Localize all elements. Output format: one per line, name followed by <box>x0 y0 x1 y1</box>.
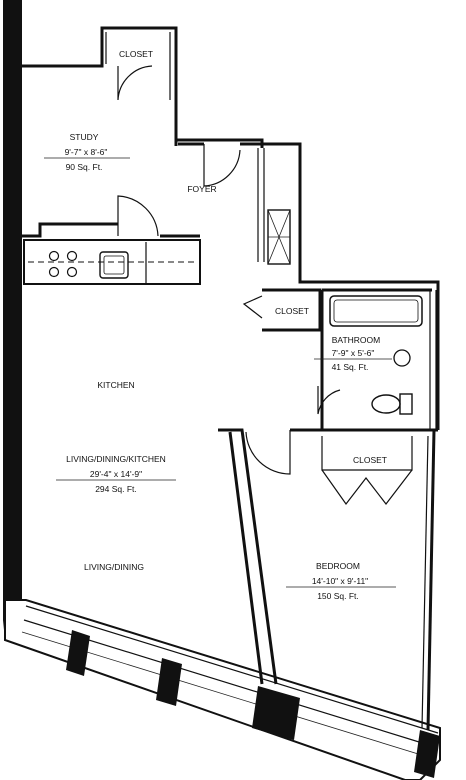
bath-sink-icon <box>393 349 411 367</box>
study-dims: 9'-7" x 8'-6" <box>65 147 108 157</box>
bathroom-label: BATHROOM <box>332 335 380 345</box>
bedroom-door-swing <box>245 430 291 475</box>
column-2 <box>156 658 182 706</box>
column-1 <box>66 630 90 676</box>
closet-top-walls <box>22 26 178 140</box>
closet-top-label: CLOSET <box>119 49 153 59</box>
bedroom-east-wall <box>426 429 436 731</box>
bedroom-partition <box>218 428 278 685</box>
closet-mid-walls <box>262 288 322 332</box>
entry-door-swing <box>203 144 241 187</box>
closet-top-inner <box>105 32 171 100</box>
utility-closet-x <box>267 209 291 265</box>
bathroom-walls <box>320 288 432 430</box>
exterior-wall-south <box>4 599 441 780</box>
window-line-1 <box>25 605 439 734</box>
ldk-label: LIVING/DINING/KITCHEN <box>66 454 166 464</box>
stove-icon <box>48 250 78 278</box>
study-door-swing <box>117 195 159 237</box>
closet-bedroom-label: CLOSET <box>353 455 387 465</box>
bath-east-wall <box>429 290 437 430</box>
study-label: STUDY <box>70 132 99 142</box>
closet-mid-label: CLOSET <box>275 306 309 316</box>
bedroom-closet-doors <box>321 469 413 506</box>
kitchen-label: KITCHEN <box>97 380 134 390</box>
study-area: 90 Sq. Ft. <box>66 162 103 172</box>
bathroom-dims: 7'-9" x 5'-6" <box>332 348 375 358</box>
bathtub-icon <box>329 295 423 327</box>
column-3 <box>252 686 300 740</box>
closet-mid-door <box>242 295 263 319</box>
ldk-dims: 29'-4" x 14'-9" <box>90 469 142 479</box>
bedroom-label: BEDROOM <box>316 561 360 571</box>
bathroom-area: 41 Sq. Ft. <box>332 362 369 372</box>
window-line-2 <box>23 619 433 747</box>
closet-top-door <box>117 65 153 101</box>
living-dining-label: LIVING/DINING <box>84 562 144 572</box>
kitchen-sink-inner <box>103 255 125 275</box>
foyer-walls <box>178 142 440 430</box>
bath-door-swing <box>317 386 341 415</box>
bedroom-closet-walls <box>321 436 413 471</box>
toilet-icon <box>371 393 413 415</box>
window-line-3 <box>21 631 429 758</box>
study-south-wall <box>22 222 200 238</box>
bathtub-inner <box>333 299 419 323</box>
foyer-inner-wall <box>257 148 265 262</box>
foyer-label: FOYER <box>187 184 216 194</box>
kitchen-sink-icon <box>99 251 129 279</box>
exterior-wall-west <box>3 0 26 640</box>
ldk-area: 294 Sq. Ft. <box>95 484 137 494</box>
bedroom-area: 150 Sq. Ft. <box>317 591 359 601</box>
bedroom-east-wall-inner <box>421 435 429 729</box>
bedroom-dims: 14'-10" x 9'-11" <box>312 576 368 586</box>
column-4 <box>414 730 440 778</box>
